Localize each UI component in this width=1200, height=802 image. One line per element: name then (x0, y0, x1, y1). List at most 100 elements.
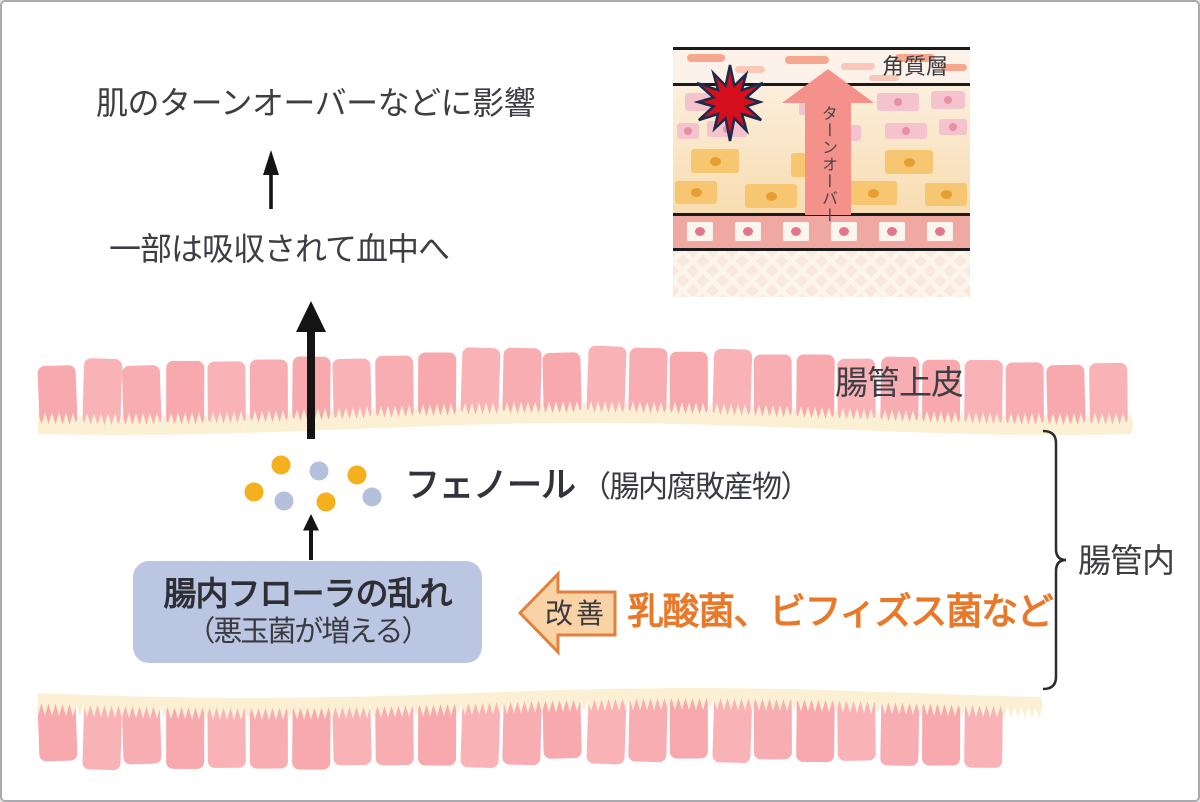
epidermis-cell (691, 149, 739, 173)
basal-cell-dot (743, 227, 753, 236)
dermis-layer (673, 250, 970, 297)
phenol-dot-blue (362, 487, 382, 507)
villus-cell (837, 697, 876, 761)
villus-cell (166, 704, 205, 769)
cell-nucleus-dot (944, 96, 952, 104)
villus-cell (796, 354, 835, 420)
villus-cell (332, 358, 372, 421)
villus-cell (753, 695, 792, 760)
villus-cell (712, 348, 753, 417)
corneum-flake (895, 54, 935, 62)
villus-cell (418, 352, 457, 417)
villus-cell (796, 696, 835, 763)
turnover-vertical-label: ターンオーバー (819, 105, 838, 224)
villus-cell (418, 701, 457, 766)
up-arrow-to-skin-effect (263, 150, 279, 209)
intestinal-epithelium-top-band (37, 346, 1134, 435)
villus-cell (837, 358, 876, 422)
villi-fringe (38, 688, 1043, 720)
cell-nucleus-dot (894, 98, 902, 106)
basal-cell (927, 222, 953, 241)
cell-nucleus-dot (940, 190, 952, 199)
villus-cell (332, 703, 372, 766)
villus-cell (82, 702, 123, 771)
inflammation-starburst-icon (693, 64, 765, 142)
skin-divider-line (673, 47, 970, 50)
phenol-dot-orange (316, 492, 336, 512)
corneum-flake (687, 54, 725, 62)
corneum-flake (869, 75, 899, 81)
villus-cell (712, 694, 753, 763)
improve-arrow-label: 改善 (545, 597, 608, 630)
epidermis-cell (885, 123, 927, 139)
villus-cell (121, 365, 162, 427)
cell-nucleus-dot (690, 188, 702, 197)
absorption-text: 一部は吸収されて血中へ (109, 230, 450, 268)
villus-cell (166, 360, 205, 426)
villus-cell (586, 346, 627, 415)
phenol-dot-blue (274, 491, 294, 511)
phenol-dot-orange (244, 482, 264, 502)
villus-cell (542, 696, 582, 759)
basal-cell-dot (887, 227, 897, 236)
bacteria-text: 乳酸菌、ビフィズス菌など (627, 590, 1054, 633)
cell-nucleus-dot (949, 123, 957, 131)
phenol-note: （腸内腐敗産物） (581, 470, 811, 505)
villus-cell (375, 702, 414, 766)
intestinal-epithelium-bottom-band (37, 688, 1043, 771)
phenol-molecule-dots (244, 455, 382, 512)
basal-cell (831, 222, 857, 241)
lumen-label: 腸管内 (1078, 541, 1175, 580)
flora-box-title: 腸内フローラの乱れ (163, 574, 453, 614)
corneum-flake (735, 66, 765, 73)
turnover-arrow-and-inflammation (693, 64, 874, 215)
epidermis-cell (939, 119, 967, 135)
cell-nucleus-dot (903, 157, 915, 167)
epidermis-cell (677, 123, 699, 139)
epidermis-cell (849, 181, 897, 205)
villus-cell (1005, 362, 1044, 426)
epidermis-cell (931, 91, 965, 109)
villus-cell (292, 704, 331, 770)
villus-cell (1089, 362, 1128, 426)
villus-cell (502, 698, 542, 766)
villus-cell (669, 351, 708, 416)
villus-cell (249, 359, 288, 424)
basal-cell-dot (839, 227, 849, 236)
flora-box-subtitle: （悪玉菌が増える） (186, 613, 430, 648)
skin-cross-section: ターンオーバー角質層 (673, 47, 970, 297)
phenol-dot-blue (309, 461, 329, 481)
corneum-flake (785, 56, 829, 64)
villus-cell (628, 695, 668, 763)
cell-nucleus-dot (765, 191, 777, 201)
turnover-up-arrow (782, 69, 874, 215)
corneum-flake (941, 64, 967, 71)
basal-layer (673, 215, 970, 250)
villus-cell (37, 365, 78, 427)
villus-cell (460, 347, 501, 416)
corneum-flake (841, 63, 875, 70)
lumen-bracket (1042, 429, 1067, 691)
villus-cell (502, 347, 542, 415)
basal-cell (879, 222, 905, 241)
skin-divider-line (673, 248, 970, 251)
villus-cell (922, 359, 961, 425)
villus-cell (207, 361, 246, 425)
villus-cell (460, 699, 501, 768)
epidermis-cell (745, 184, 797, 208)
phenol-dot-orange (347, 465, 367, 485)
villus-cell (121, 703, 162, 765)
cell-nucleus-dot (684, 127, 692, 135)
skin-effect-text: 肌のターンオーバーなどに影響 (96, 84, 536, 122)
villus-cell (669, 694, 708, 759)
villus-cell (628, 347, 668, 415)
villus-cell (880, 356, 920, 424)
villus-cell (922, 700, 961, 766)
basal-cell-dot (791, 227, 801, 236)
epithelium-label: 腸管上皮 (835, 363, 964, 402)
basal-cell (735, 222, 761, 241)
villus-cell (964, 359, 1003, 426)
villus-cell (375, 355, 414, 419)
epidermis-cell (675, 181, 717, 204)
